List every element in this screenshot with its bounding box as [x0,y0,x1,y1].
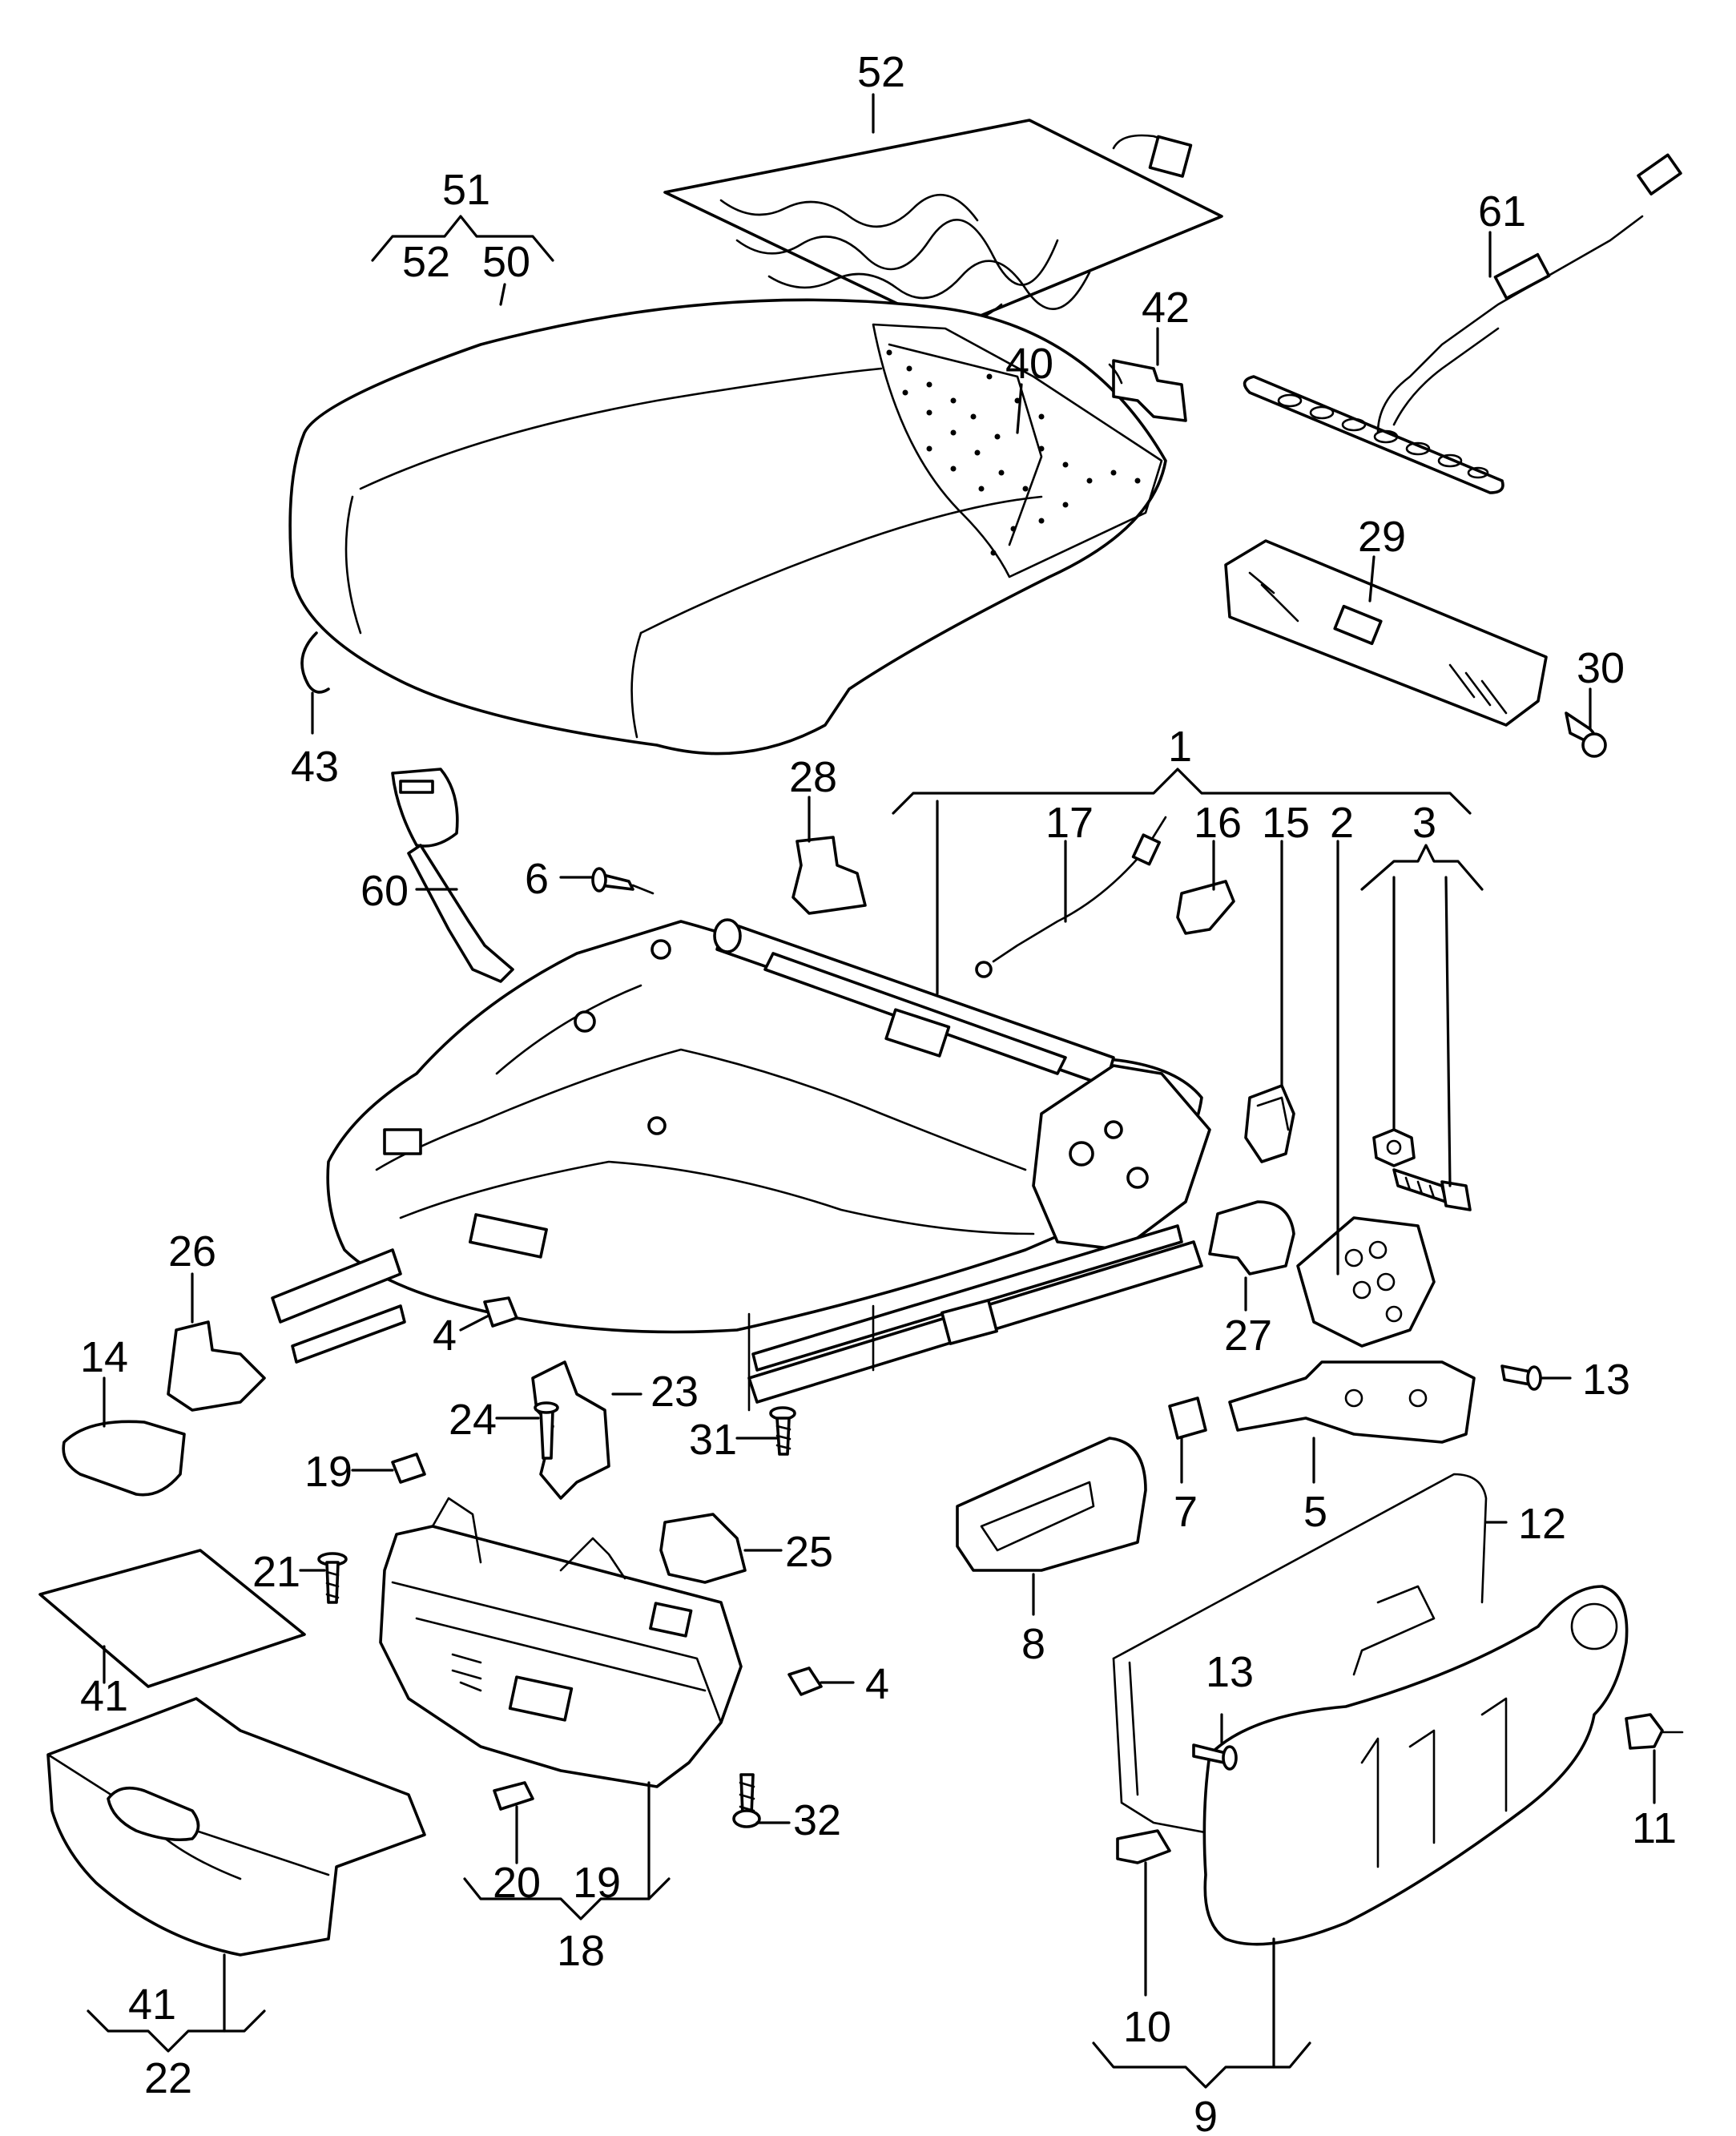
callout-1: 1 [1168,723,1192,771]
nut-4-upper [483,1296,518,1328]
callout-26: 26 [168,1227,216,1276]
callout-11: 11 [1632,1804,1677,1852]
cable-17 [975,816,1167,978]
callout-19-tray: 19 [573,1859,621,1907]
callout-10: 10 [1123,2003,1171,2051]
callout-8: 8 [1021,1620,1045,1668]
trim-support-29 [1224,539,1607,758]
callout-14: 14 [80,1333,128,1381]
cover-14 [62,1420,186,1497]
bolt-6 [591,867,655,895]
callout-22: 22 [144,2054,192,2102]
screw-13-upper [1500,1364,1542,1391]
screw-31 [769,1406,796,1456]
rivet-24 [534,1401,559,1460]
nut-7 [1168,1396,1207,1440]
callout-41-upper: 41 [80,1672,128,1720]
callout-15: 15 [1262,799,1310,847]
callout-27: 27 [1224,1312,1272,1360]
callout-12: 12 [1518,1500,1566,1548]
callout-16: 16 [1194,799,1242,847]
callout-28: 28 [789,753,837,801]
nut-3 [1372,1128,1416,1167]
callout-17: 17 [1045,799,1094,847]
tray-mat-41 [38,1549,306,1688]
wire-frame-12 [1112,1473,1488,1836]
screw-32 [732,1773,761,1828]
callout-52: 52 [402,238,450,286]
clip-16 [1176,880,1235,935]
clip-20 [493,1781,534,1811]
callout-41-lower: 41 [128,1981,176,2029]
nut-4-lower [787,1666,823,1696]
callout-18: 18 [557,1927,605,1975]
callout-21: 21 [252,1548,300,1596]
backrest-panel-9 [1202,1585,1629,1946]
callout-3: 3 [1412,799,1436,847]
callout-6: 6 [525,855,549,903]
callout-4-lower: 4 [865,1660,889,1708]
callout-2: 2 [1330,799,1354,847]
callout-5: 5 [1303,1488,1327,1536]
clip-26 [167,1320,266,1412]
leader-lines [87,93,1656,2089]
belt-buckle-60 [391,768,514,983]
callout-13-upper: 13 [1582,1356,1630,1404]
callout-29: 29 [1358,513,1406,561]
callout-61: 61 [1478,187,1526,236]
bracket-27 [1208,1200,1295,1276]
callout-13-lower: 13 [1206,1648,1254,1696]
clip-10 [1116,1829,1171,1864]
callout-4-upper: 4 [433,1312,457,1360]
callout-30: 30 [1577,644,1625,692]
seat-cushion [288,298,1167,756]
callout-32: 32 [793,1796,841,1844]
callout-50: 50 [482,238,530,286]
seat-frame [271,918,1211,1412]
cover-2 [1296,1216,1436,1348]
drawer-22 [46,1697,426,1957]
callout-51: 51 [442,166,490,214]
clip-15 [1244,1084,1295,1163]
callout-25: 25 [785,1528,833,1576]
callout-40: 40 [1005,340,1053,388]
callout-labels: 52 51 52 50 61 42 40 29 30 43 1 28 17 16… [80,48,1677,2136]
screw-21 [317,1552,348,1604]
callout-23: 23 [650,1368,699,1416]
callout-19-left: 19 [304,1448,352,1496]
screw-13-lower [1192,1743,1238,1771]
callout-7: 7 [1174,1488,1198,1536]
callout-20: 20 [493,1859,541,1907]
bracket-5 [1228,1360,1476,1444]
callout-24: 24 [449,1396,497,1444]
callout-9: 9 [1194,2093,1218,2136]
bolt-19 [391,1453,426,1484]
clip-25 [659,1513,747,1584]
clip-28 [791,836,867,915]
callout-52-top: 52 [857,48,905,96]
seat-heater-pad [663,119,1223,330]
grommet-11 [1625,1713,1684,1750]
callout-42: 42 [1142,284,1190,332]
screw-3 [1392,1168,1472,1211]
connector-42 [1108,359,1187,422]
callout-43: 43 [291,743,339,791]
storage-tray-18 [379,1497,743,1788]
callout-60: 60 [360,867,409,915]
callout-31: 31 [689,1416,737,1464]
side-cover-8 [956,1437,1147,1572]
occupant-sensor-mat [1243,153,1682,494]
